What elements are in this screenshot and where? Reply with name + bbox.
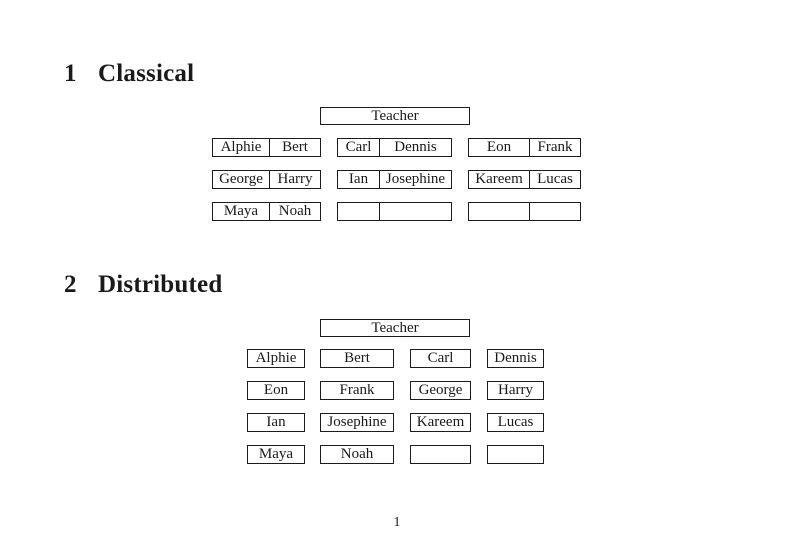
student-box: Noah — [320, 445, 394, 464]
student-cell: Noah — [278, 203, 312, 219]
student-cell: Maya — [213, 203, 270, 220]
teacher-label: Teacher — [371, 107, 419, 124]
section-heading-classical: 1 Classical — [64, 61, 194, 87]
section-number: 1 — [64, 60, 77, 87]
student-pair-box: George Harry — [212, 170, 321, 189]
student-pair-box: Maya Noah — [212, 202, 321, 221]
section-number: 2 — [64, 271, 77, 298]
student-cell — [338, 203, 380, 220]
student-box-empty — [487, 445, 544, 464]
student-pair-box: Eon Frank — [468, 138, 581, 157]
page-number: 1 — [393, 515, 401, 530]
student-cell — [469, 203, 530, 220]
student-pair-box-empty — [468, 202, 581, 221]
student-box: Kareem — [410, 413, 471, 432]
student-cell — [530, 203, 580, 220]
teacher-box: Teacher — [320, 107, 470, 125]
teacher-box: Teacher — [320, 319, 470, 337]
section-title: Classical — [98, 60, 195, 87]
student-box: Bert — [320, 349, 394, 368]
student-cell: Ian — [338, 171, 380, 188]
student-cell: Kareem — [469, 171, 530, 188]
student-pair-box-empty — [337, 202, 452, 221]
student-cell: Josephine — [385, 171, 446, 187]
student-cell: Lucas — [537, 171, 573, 187]
student-box: Dennis — [487, 349, 544, 368]
student-cell: Alphie — [213, 139, 270, 156]
student-box: Carl — [410, 349, 471, 368]
section-heading-distributed: 2 Distributed — [64, 272, 222, 298]
student-box: Harry — [487, 381, 544, 400]
student-cell: Harry — [277, 171, 313, 187]
student-cell: Bert — [282, 139, 308, 155]
student-pair-box: Kareem Lucas — [468, 170, 581, 189]
student-box: Eon — [247, 381, 305, 400]
teacher-label: Teacher — [371, 319, 419, 336]
student-box: Alphie — [247, 349, 305, 368]
student-pair-box: Ian Josephine — [337, 170, 452, 189]
student-cell: George — [213, 171, 270, 188]
student-box: Maya — [247, 445, 305, 464]
student-cell: Eon — [469, 139, 530, 156]
student-box: Lucas — [487, 413, 544, 432]
student-box: Josephine — [320, 413, 394, 432]
student-cell: Carl — [338, 139, 380, 156]
student-box: Ian — [247, 413, 305, 432]
section-title: Distributed — [98, 271, 223, 298]
student-pair-box: Carl Dennis — [337, 138, 452, 157]
student-pair-box: Alphie Bert — [212, 138, 321, 157]
student-cell: Dennis — [394, 139, 437, 155]
student-box: George — [410, 381, 471, 400]
student-box-empty — [410, 445, 471, 464]
student-cell — [380, 203, 451, 220]
student-box: Frank — [320, 381, 394, 400]
student-cell: Frank — [537, 139, 573, 155]
